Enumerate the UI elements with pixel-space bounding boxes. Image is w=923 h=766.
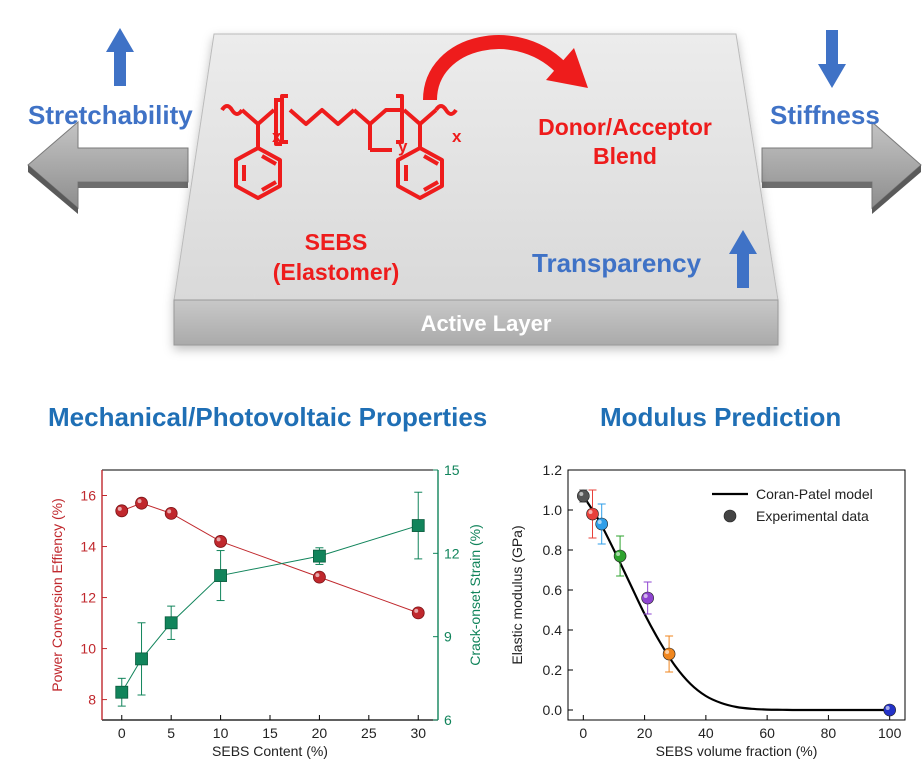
- x-tick-label: 0: [118, 725, 126, 741]
- stretchability-up-arrow: [106, 28, 134, 86]
- sebs-label: SEBS: [305, 229, 368, 255]
- right-y-tick-label: 15: [444, 462, 460, 478]
- subscript-x-left: x: [272, 127, 282, 146]
- sebs-chemical-structure: [220, 94, 458, 200]
- pce-point: [135, 496, 148, 510]
- left-stretch-arrow: [27, 120, 189, 214]
- x-tick-label: 60: [759, 725, 775, 741]
- experimental-point: [641, 591, 654, 605]
- x-tick-label: 100: [878, 725, 902, 741]
- experimental-point-highlight: [616, 552, 621, 556]
- pce-point-highlight: [315, 573, 320, 578]
- right-y-tick-label: 12: [444, 545, 460, 561]
- stretchability-label: Stretchability: [28, 100, 193, 130]
- pce-line: [121, 502, 419, 614]
- x-axis-label: SEBS Content (%): [212, 743, 328, 759]
- subscript-x-right: x: [452, 127, 462, 146]
- pce-point: [411, 606, 425, 620]
- elastomer-label: (Elastomer): [273, 259, 400, 285]
- modulus-prediction-title: Modulus Prediction: [600, 402, 842, 432]
- y-tick-label: 0.2: [543, 662, 563, 678]
- x-tick-label: 80: [821, 725, 837, 741]
- x-tick-label: 30: [410, 725, 426, 741]
- pce-point-highlight: [137, 499, 142, 504]
- pce-point-highlight: [414, 608, 419, 613]
- right-y-tick-label: 9: [444, 629, 452, 645]
- blend-label: Blend: [593, 143, 657, 169]
- y-tick-label: 0.4: [543, 622, 563, 638]
- right-y-axis-label: Crack-onset Strain (%): [467, 524, 483, 666]
- transparency-up-arrow: [729, 230, 757, 288]
- y-tick-label: 0.6: [543, 582, 563, 598]
- cos-point: [115, 685, 129, 699]
- experimental-point-highlight: [597, 520, 602, 524]
- active-layer-slab: [173, 33, 779, 346]
- cos-line: [121, 525, 419, 693]
- mechanical-photovoltaic-title: Mechanical/Photovoltaic Properties: [48, 402, 488, 432]
- coran-patel-curve: [582, 495, 890, 712]
- experimental-point-highlight: [588, 510, 593, 514]
- cos-point: [214, 569, 227, 582]
- experimental-point-highlight: [665, 650, 670, 654]
- x-tick-label: 20: [312, 725, 328, 741]
- active-layer-illustration: Active Layer Stretchability Stiffness Tr…: [27, 28, 922, 346]
- left-y-tick-label: 10: [80, 641, 96, 657]
- legend-model-label: Coran-Patel model: [756, 486, 873, 502]
- y-tick-label: 1.0: [543, 502, 563, 518]
- right-y-tick-label: 6: [444, 712, 452, 728]
- experimental-point: [662, 647, 676, 661]
- experimental-point-highlight: [643, 594, 648, 598]
- left-y-tick-label: 8: [88, 692, 96, 708]
- legend-data-label: Experimental data: [756, 508, 869, 524]
- pce-point: [164, 506, 178, 520]
- pce-point: [115, 504, 129, 518]
- x-tick-label: 40: [698, 725, 714, 741]
- cos-point: [313, 549, 326, 563]
- cos-point: [411, 519, 425, 532]
- pce-point-highlight: [216, 537, 221, 542]
- x-axis-label: SEBS volume fraction (%): [656, 743, 818, 759]
- cos-point: [164, 616, 178, 630]
- left-y-tick-label: 14: [80, 539, 96, 555]
- experimental-point: [883, 703, 896, 717]
- subscript-y: y: [398, 137, 408, 156]
- donor-acceptor-label: Donor/Acceptor: [538, 114, 712, 140]
- y-tick-label: 0.0: [543, 702, 563, 718]
- plot-frame: [567, 469, 906, 721]
- x-tick-label: 5: [167, 725, 175, 741]
- right-stretch-arrow: [761, 120, 922, 214]
- experimental-point: [595, 517, 608, 531]
- stiffness-down-arrow: [818, 30, 846, 88]
- stiffness-label: Stiffness: [770, 100, 880, 130]
- experimental-point: [613, 549, 627, 563]
- experimental-point-highlight: [885, 706, 890, 710]
- left-y-axis-label: Power Conversion Effiency (%): [49, 498, 65, 691]
- transparency-label: Transparency: [532, 248, 702, 278]
- x-tick-label: 20: [637, 725, 653, 741]
- cos-point: [135, 652, 148, 666]
- left-y-tick-label: 12: [80, 590, 96, 606]
- left-y-tick-label: 16: [80, 488, 96, 504]
- y-tick-label: 1.2: [543, 462, 563, 478]
- y-tick-label: 0.8: [543, 542, 563, 558]
- y-axis-label: Elastic modulus (GPa): [509, 525, 525, 664]
- x-tick-label: 10: [213, 725, 229, 741]
- x-tick-label: 0: [579, 725, 587, 741]
- pce-point: [313, 570, 326, 584]
- experimental-point: [577, 489, 590, 503]
- pce-point-highlight: [167, 509, 172, 514]
- pce-point-highlight: [117, 506, 122, 511]
- active-layer-label: Active Layer: [421, 311, 552, 336]
- x-tick-label: 15: [262, 725, 278, 741]
- curved-red-arrow: [423, 35, 588, 101]
- experimental-point-highlight: [579, 492, 584, 496]
- legend-point-swatch: [723, 509, 737, 523]
- pce-point: [214, 535, 227, 548]
- sebs-subscripts: x y x: [272, 127, 462, 156]
- x-tick-label: 25: [361, 725, 377, 741]
- experimental-point: [586, 507, 599, 521]
